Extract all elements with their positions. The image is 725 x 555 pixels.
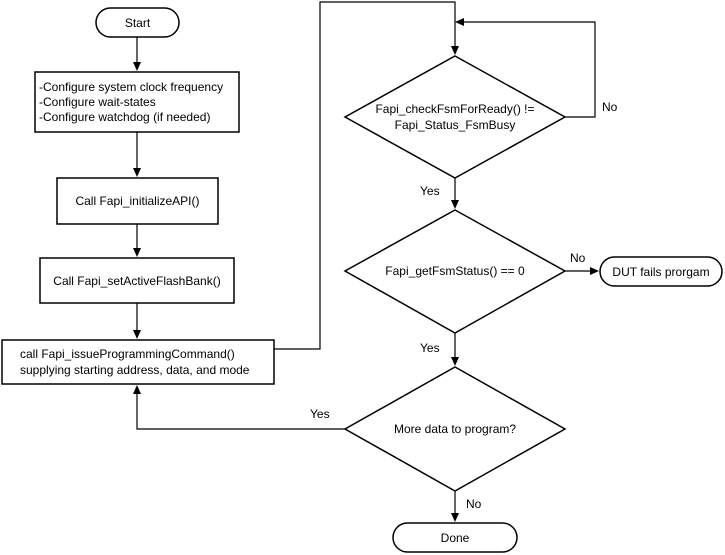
status-no-label: No [570,251,586,265]
status-yes-label: Yes [420,341,440,355]
issue-command-box [1,339,275,385]
configure-line-3: -Configure watchdog (if needed) [39,110,210,124]
done-terminator [392,522,518,553]
more-yes-label: Yes [310,407,330,421]
set-bank-box [39,257,235,304]
arrowhead [451,200,459,209]
more-data-label: More data to program? [394,422,516,436]
node-get-status: Fapi_getFsmStatus() == 0 [343,209,567,334]
node-fail: DUT fails prorgam [599,256,723,287]
issue-command-line-1: call Fapi_issueProgrammingCommand() [20,347,235,361]
node-start: Start [95,7,180,38]
get-status-diamond [343,209,567,334]
configure-line-2: -Configure wait-states [39,95,156,109]
node-set-bank: Call Fapi_setActiveFlashBank() [39,257,235,304]
check-yes-label: Yes [420,184,440,198]
arrowhead [590,267,599,275]
arrowhead [133,168,141,177]
init-api-label: Call Fapi_initializeAPI() [75,194,199,208]
edge-issue-check [274,1,456,350]
check-fsm-line-2: Fapi_Status_FsmBusy [395,118,516,132]
arrowhead [451,46,459,55]
start-label: Start [125,16,151,30]
node-init-api: Call Fapi_initializeAPI() [56,177,219,225]
edge-labels: No Yes No Yes Yes No [310,100,618,511]
arrowhead [133,62,141,71]
edge-more-yes-loop [136,394,345,430]
arrowhead [451,513,459,522]
check-fsm-diamond [343,55,567,179]
node-issue-command: call Fapi_issueProgrammingCommand() supp… [1,339,275,385]
edge-check-no-loop [464,21,596,118]
issue-command-line-2: supplying starting address, data, and mo… [20,363,250,377]
get-status-label: Fapi_getFsmStatus() == 0 [385,264,525,278]
node-more-data: More data to program? [343,366,567,492]
done-label: Done [441,531,470,545]
init-api-box [56,177,219,225]
check-no-label: No [602,100,618,114]
configure-line-1: -Configure system clock frequency [39,80,223,94]
more-data-diamond [343,366,567,492]
node-check-fsm: Fapi_checkFsmForReady() != Fapi_Status_F… [343,55,567,179]
more-no-label: No [466,497,482,511]
configure-box [34,71,240,133]
node-done: Done [392,522,518,553]
arrowhead [455,18,464,26]
node-configure: -Configure system clock frequency -Confi… [34,71,240,133]
arrowhead [133,330,141,339]
check-fsm-line-1: Fapi_checkFsmForReady() != [375,102,534,116]
fail-label: DUT fails prorgam [612,265,709,279]
arrowhead [451,357,459,366]
arrowhead [133,385,141,394]
set-bank-label: Call Fapi_setActiveFlashBank() [53,274,220,288]
connectors [133,1,599,522]
fail-terminator [599,256,723,287]
start-terminator [95,7,180,38]
arrowhead [133,248,141,257]
